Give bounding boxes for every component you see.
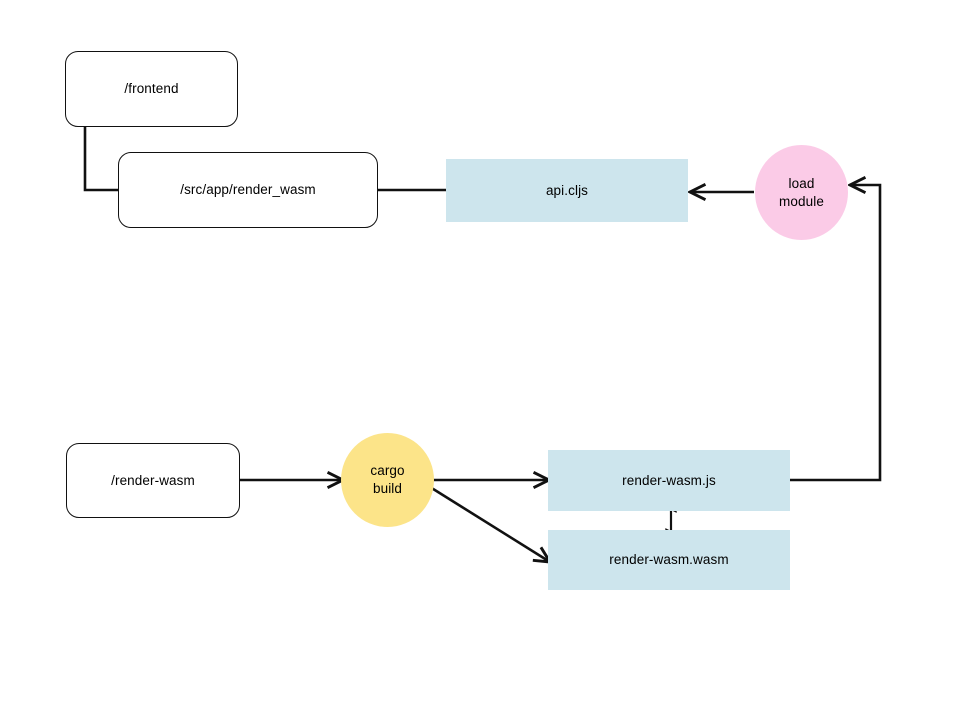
node-render-wasm-dir-label: /render-wasm xyxy=(111,472,195,488)
node-cargo-build[interactable]: cargo build xyxy=(341,433,434,527)
node-load-module[interactable]: load module xyxy=(755,145,848,240)
node-frontend[interactable]: /frontend xyxy=(65,51,238,127)
node-render-wasm-dir[interactable]: /render-wasm xyxy=(66,443,240,518)
node-src-app-render-wasm[interactable]: /src/app/render_wasm xyxy=(118,152,378,228)
node-api-cljs[interactable]: api.cljs xyxy=(446,159,688,222)
node-cargo-build-label: cargo build xyxy=(370,463,405,496)
node-render-wasm-js[interactable]: render-wasm.js xyxy=(548,450,790,511)
node-render-wasm-js-label: render-wasm.js xyxy=(622,472,716,488)
node-frontend-label: /frontend xyxy=(124,81,179,97)
edge-frontend-to-src xyxy=(83,127,118,192)
node-src-app-render-wasm-label: /src/app/render_wasm xyxy=(180,182,316,198)
node-render-wasm-wasm-label: render-wasm.wasm xyxy=(609,552,729,568)
edge-cargo-to-wasm xyxy=(429,485,550,562)
node-render-wasm-wasm[interactable]: render-wasm.wasm xyxy=(548,530,790,590)
node-api-cljs-label: api.cljs xyxy=(545,182,589,198)
node-load-module-label: load module xyxy=(779,175,824,209)
